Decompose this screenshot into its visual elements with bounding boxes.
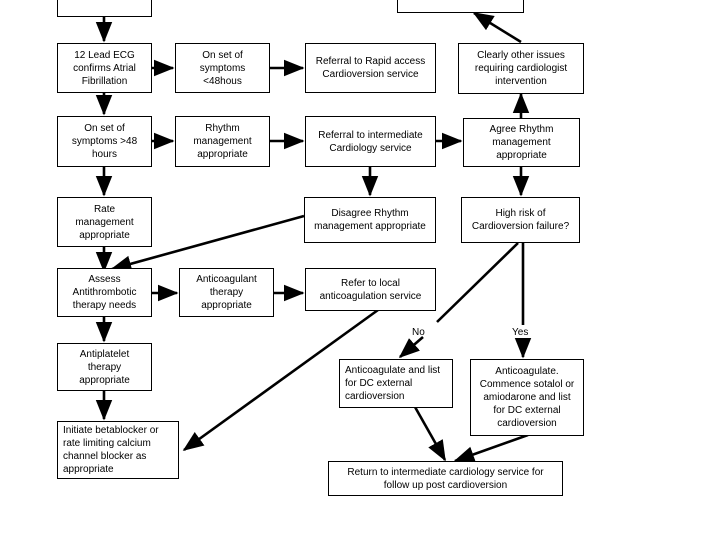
node-label: Anticoagulate and list for DC external c… bbox=[345, 365, 441, 402]
node-label: Agree Rhythm management appropriate bbox=[489, 124, 554, 161]
node-return-intermediate-cardiology[interactable]: Return to intermediate cardiology servic… bbox=[328, 461, 563, 496]
node-anticoagulant-therapy-appropriate[interactable]: Anticoagulant therapy appropriate bbox=[179, 268, 274, 317]
node-agree-rhythm-management[interactable]: Agree Rhythm management appropriate bbox=[463, 118, 580, 167]
node-label: Rhythm management appropriate bbox=[193, 123, 252, 160]
connector-disagree-to-assess bbox=[110, 214, 305, 272]
node-onset-symptoms-gt48[interactable]: On set of symptoms >48 hours bbox=[57, 116, 152, 167]
edge-label-yes: Yes bbox=[512, 327, 528, 338]
edge-label-text: Yes bbox=[512, 327, 529, 338]
node-label: Referral to Rapid access Cardioversion s… bbox=[315, 56, 426, 80]
node-label: High risk of Cardioversion failure? bbox=[471, 208, 570, 232]
node-label: 12 Lead ECG confirms Atrial Fibrillation bbox=[73, 49, 136, 87]
node-label: Referral to intermediate Cardiology serv… bbox=[318, 129, 423, 154]
node-label: Anticoagulate. Commence sotalol or amiod… bbox=[479, 366, 575, 429]
node-rate-management-appropriate[interactable]: Rate management appropriate bbox=[57, 197, 152, 247]
node-label: Rate management appropriate bbox=[75, 203, 134, 241]
node-label: Clearly other issues requiring cardiolog… bbox=[474, 50, 568, 87]
connector-clearly-other-to-toppartial bbox=[472, 11, 522, 44]
edge-label-text: No bbox=[412, 327, 425, 338]
node-initiate-betablocker[interactable]: Initiate betablocker or rate limiting ca… bbox=[57, 421, 179, 479]
connector-no-to-anticoag-list bbox=[398, 336, 424, 359]
node-clearly-other-issues[interactable]: Clearly other issues requiring cardiolog… bbox=[458, 43, 584, 94]
node-12-lead-ecg[interactable]: 12 Lead ECG confirms Atrial Fibrillation bbox=[57, 43, 152, 93]
connector-refer-local-to-initiate bbox=[182, 308, 379, 452]
connector-high-risk-no-branch bbox=[436, 242, 519, 323]
node-assess-antithrombotic-therapy[interactable]: Assess Antithrombotic therapy needs bbox=[57, 268, 152, 317]
node-label: Disagree Rhythm management appropriate bbox=[314, 208, 426, 232]
node-referral-rapid-access-cardioversion[interactable]: Referral to Rapid access Cardioversion s… bbox=[305, 43, 436, 93]
node-antiplatelet-therapy-appropriate[interactable]: Antiplatelet therapy appropriate bbox=[57, 343, 152, 391]
node-top-left-partial[interactable] bbox=[57, 0, 152, 17]
node-disagree-rhythm-management[interactable]: Disagree Rhythm management appropriate bbox=[304, 197, 436, 243]
node-refer-local-anticoagulation[interactable]: Refer to local anticoagulation service bbox=[305, 268, 436, 311]
node-top-right-partial[interactable] bbox=[397, 0, 524, 13]
node-label: Antiplatelet therapy appropriate bbox=[79, 348, 130, 386]
node-label: Assess Antithrombotic therapy needs bbox=[72, 274, 137, 311]
node-label: Anticoagulant therapy appropriate bbox=[196, 274, 257, 311]
connector-anticoag-list-to-return bbox=[413, 406, 447, 462]
node-label: Return to intermediate cardiology servic… bbox=[347, 466, 544, 491]
node-rhythm-management-appropriate[interactable]: Rhythm management appropriate bbox=[175, 116, 270, 167]
node-label: On set of symptoms <48hous bbox=[199, 49, 246, 87]
node-label: On set of symptoms >48 hours bbox=[71, 123, 138, 160]
node-label: Refer to local anticoagulation service bbox=[319, 277, 422, 302]
edge-label-no: No bbox=[412, 327, 425, 338]
node-anticoagulate-commence-sotalol[interactable]: Anticoagulate. Commence sotalol or amiod… bbox=[470, 359, 584, 436]
node-anticoagulate-and-list-dc[interactable]: Anticoagulate and list for DC external c… bbox=[339, 359, 453, 408]
node-label: Initiate betablocker or rate limiting ca… bbox=[63, 425, 159, 475]
node-onset-symptoms-lt48[interactable]: On set of symptoms <48hous bbox=[175, 43, 270, 93]
connector-anticoag-sotalol-to-return bbox=[453, 433, 529, 463]
node-high-risk-cardioversion-failure[interactable]: High risk of Cardioversion failure? bbox=[461, 197, 580, 243]
node-referral-intermediate-cardiology[interactable]: Referral to intermediate Cardiology serv… bbox=[305, 116, 436, 167]
